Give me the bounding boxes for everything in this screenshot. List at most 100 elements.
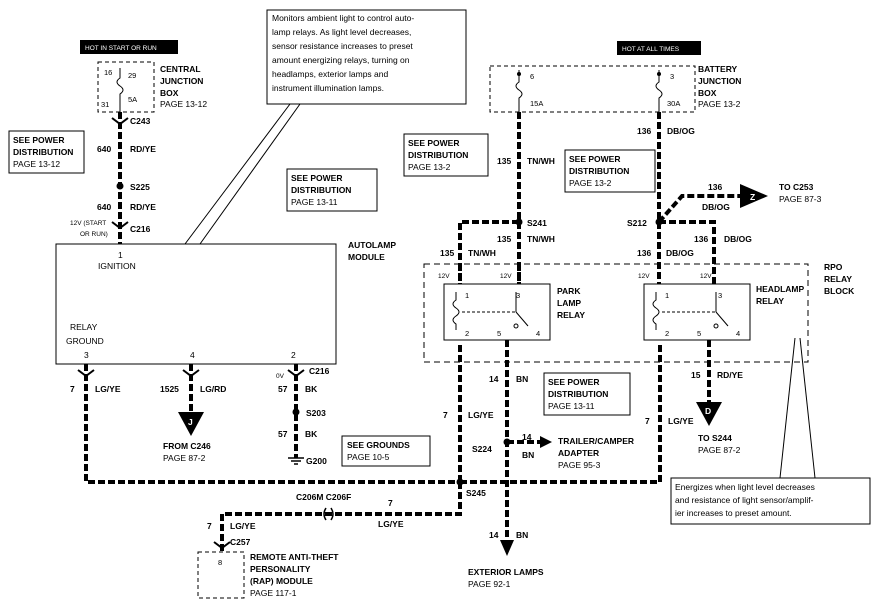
svg-text:14: 14: [489, 530, 499, 540]
s225-label: S225: [130, 182, 150, 192]
svg-text:DISTRIBUTION: DISTRIBUTION: [408, 150, 468, 160]
to-c253-page: PAGE 87-3: [779, 194, 822, 204]
svg-text:136: 136: [637, 248, 651, 258]
svg-text:BN: BN: [516, 530, 528, 540]
svg-text:AUTOLAMP: AUTOLAMP: [348, 240, 396, 250]
wire-7-lgye: [84, 344, 662, 484]
svg-text:TN/WH: TN/WH: [527, 234, 555, 244]
svg-text:PAGE 117-1: PAGE 117-1: [250, 588, 297, 598]
svg-text:12V: 12V: [638, 273, 650, 280]
svg-text:ADAPTER: ADAPTER: [558, 448, 599, 458]
svg-text:SEE POWER: SEE POWER: [291, 173, 342, 183]
svg-text:3: 3: [718, 291, 722, 300]
svg-text:PERSONALITY: PERSONALITY: [250, 564, 311, 574]
svg-text:Z: Z: [750, 192, 755, 202]
svg-text:7: 7: [388, 498, 393, 508]
svg-text:5: 5: [697, 329, 701, 338]
svg-text:12V: 12V: [500, 273, 512, 280]
svg-text:29: 29: [128, 71, 136, 80]
svg-text:JUNCTION: JUNCTION: [698, 76, 741, 86]
svg-text:DISTRIBUTION: DISTRIBUTION: [291, 185, 351, 195]
see-power-box-2: SEE POWER DISTRIBUTION PAGE 13-11: [286, 168, 378, 212]
wire-7-rap: [220, 482, 462, 552]
svg-text:J: J: [188, 417, 193, 427]
svg-text:14: 14: [522, 432, 532, 442]
svg-text:PARK: PARK: [557, 286, 581, 296]
svg-text:SEE POWER: SEE POWER: [548, 377, 599, 387]
svg-text:12V: 12V: [438, 273, 450, 280]
svg-text:BATTERY: BATTERY: [698, 64, 738, 74]
svg-text:135: 135: [440, 248, 454, 258]
to-c253-label: TO C253: [779, 182, 814, 192]
svg-text:1: 1: [118, 250, 123, 260]
wire-7-color: LG/YE: [95, 384, 121, 394]
svg-text:DISTRIBUTION: DISTRIBUTION: [569, 166, 629, 176]
svg-text:7: 7: [207, 521, 212, 531]
svg-text:SEE POWER: SEE POWER: [408, 138, 459, 148]
to-s244-label: TO S244: [698, 433, 732, 443]
wire-57-number: 57: [278, 384, 288, 394]
s212-label: S212: [627, 218, 647, 228]
wire-640-color: RD/YE: [130, 144, 156, 154]
svg-text:RPO: RPO: [824, 262, 843, 272]
svg-text:PAGE 13-2: PAGE 13-2: [408, 162, 451, 172]
rap-module: 8 REMOTE ANTI-THEFT PERSONALITY (RAP) MO…: [197, 551, 339, 599]
svg-text:136: 136: [694, 234, 708, 244]
wire-1525-number: 1525: [160, 384, 179, 394]
c216-label-2: C216: [309, 366, 330, 376]
svg-text:SEE POWER: SEE POWER: [13, 135, 64, 145]
svg-text:BLOCK: BLOCK: [824, 286, 855, 296]
svg-text:and resistance of light sensor: and resistance of light sensor/amplif-: [675, 495, 814, 505]
c216-label: C216: [130, 224, 151, 234]
svg-text:BN: BN: [516, 374, 528, 384]
svg-text:LG/YE: LG/YE: [668, 416, 694, 426]
svg-text:DISTRIBUTION: DISTRIBUTION: [13, 147, 73, 157]
battery-junction-box: 6 15A 3 30A BATTERY JUNCTION BOX PAGE 13…: [489, 64, 741, 113]
wire-57-number-2: 57: [278, 429, 288, 439]
svg-text:1: 1: [665, 291, 669, 300]
svg-text:135: 135: [497, 156, 511, 166]
svg-text:instrument illumination lamps.: instrument illumination lamps.: [272, 83, 384, 93]
svg-text:2: 2: [465, 329, 469, 338]
svg-text:PAGE 13-12: PAGE 13-12: [160, 99, 207, 109]
svg-text:4: 4: [736, 329, 740, 338]
wire-1525-color: LG/RD: [200, 384, 226, 394]
svg-text:15: 15: [691, 370, 701, 380]
svg-text:BOX: BOX: [160, 88, 179, 98]
svg-text:Energizes when light level dec: Energizes when light level decreases: [675, 482, 815, 492]
svg-text:LG/YE: LG/YE: [230, 521, 256, 531]
from-c246-label: FROM C246: [163, 441, 211, 451]
svg-text:3: 3: [516, 291, 520, 300]
svg-text:5A: 5A: [128, 95, 137, 104]
j-arrow: [178, 412, 204, 436]
see-power-box-4: SEE POWER DISTRIBUTION PAGE 13-2: [564, 149, 656, 193]
energizes-note: Energizes when light level decreases and…: [670, 477, 871, 525]
hot-in-start-run-label: HOT IN START OR RUN: [80, 40, 178, 54]
svg-text:BOX: BOX: [698, 88, 717, 98]
svg-text:LG/YE: LG/YE: [468, 410, 494, 420]
svg-text:5: 5: [497, 329, 501, 338]
wire-640-number: 640: [97, 144, 111, 154]
svg-text:PAGE 13-2: PAGE 13-2: [569, 178, 612, 188]
svg-text:PAGE 92-1: PAGE 92-1: [468, 579, 511, 589]
see-power-box-5: SEE POWER DISTRIBUTION PAGE 13-11: [543, 372, 631, 416]
svg-text:DB/OG: DB/OG: [666, 248, 694, 258]
svg-text:PAGE 13-2: PAGE 13-2: [698, 99, 741, 109]
svg-text:GROUND: GROUND: [66, 336, 104, 346]
svg-text:REMOTE ANTI-THEFT: REMOTE ANTI-THEFT: [250, 552, 339, 562]
svg-text:PAGE 10-5: PAGE 10-5: [347, 452, 390, 462]
g200-label: G200: [306, 456, 327, 466]
trailer-camper-label: TRAILER/CAMPER: [558, 436, 634, 446]
svg-text:7: 7: [443, 410, 448, 420]
svg-text:LG/YE: LG/YE: [378, 519, 404, 529]
autolamp-module: 1 IGNITION RELAY GROUND 3 4 2 AUTOLAMP M…: [55, 220, 396, 380]
wire-136-dbog: [657, 112, 740, 284]
svg-text:6: 6: [530, 72, 534, 81]
svg-text:1: 1: [465, 291, 469, 300]
wire-640-number-2: 640: [97, 202, 111, 212]
svg-text:7: 7: [645, 416, 650, 426]
svg-text:12V (START: 12V (START: [70, 220, 106, 227]
svg-text:HEADLAMP: HEADLAMP: [756, 284, 804, 294]
wire-640-color-2: RD/YE: [130, 202, 156, 212]
svg-text:RELAY: RELAY: [70, 322, 98, 332]
